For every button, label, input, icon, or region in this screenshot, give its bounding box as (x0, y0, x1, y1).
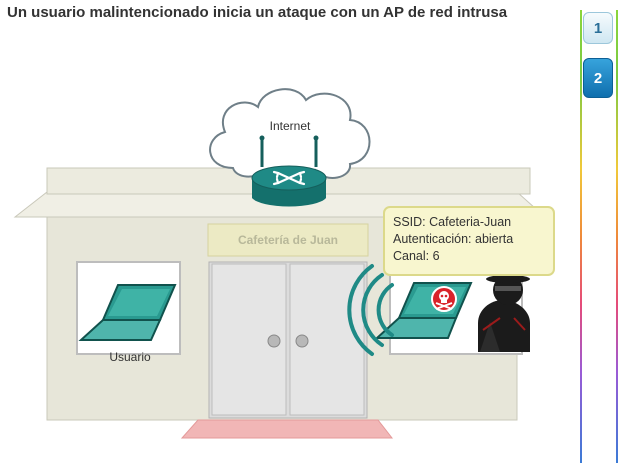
coffee-shop-scene (13, 88, 547, 439)
door-mat (180, 419, 394, 439)
page-title: Un usuario malintencionado inicia un ata… (7, 4, 508, 21)
hacker-icon (478, 264, 530, 352)
shop-sign-label: Cafetería de Juan (237, 233, 339, 247)
skull-icon (431, 286, 457, 312)
laptop-icon (78, 284, 177, 341)
channel-text: Canal: 6 (393, 249, 440, 263)
wifi-signal-icon (347, 264, 394, 356)
rogue-ap-info-callout: SSID: Cafeteria-Juan Autenticación: abie… (383, 206, 555, 276)
user-label: Usuario (109, 350, 151, 364)
step-2-button[interactable]: 2 (583, 58, 613, 98)
ssid-text: SSID: Cafeteria-Juan (393, 215, 512, 229)
wireless-router-icon (251, 135, 327, 207)
internet-label: Internet (269, 119, 311, 133)
shop-sign (207, 223, 369, 257)
step-navigation: 1 2 (580, 10, 618, 463)
auth-text: Autenticación: abierta (393, 232, 514, 246)
step-1-button[interactable]: 1 (583, 12, 613, 44)
door-knob-right (295, 334, 309, 348)
door-knob-left (267, 334, 281, 348)
